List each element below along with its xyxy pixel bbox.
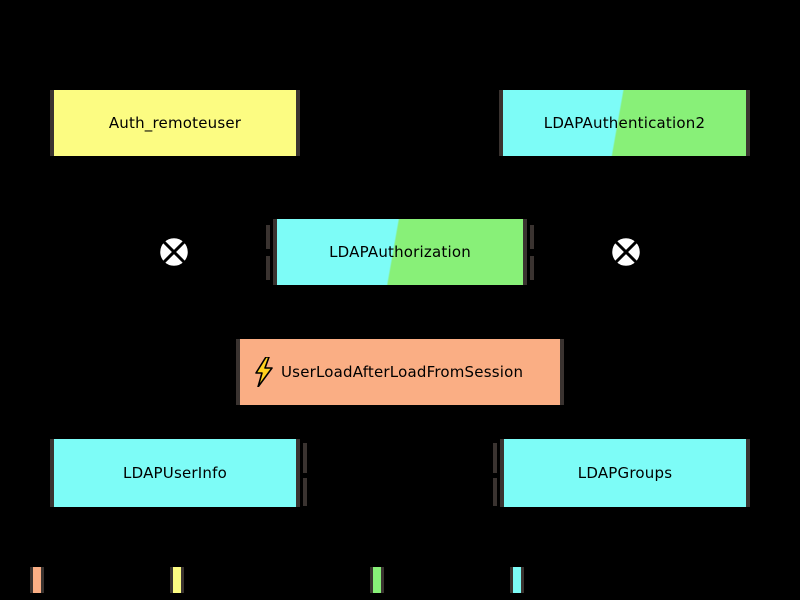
legend-swatch-yellow	[170, 567, 184, 593]
node-side-stub-right-lower	[530, 256, 534, 280]
node-fill	[504, 439, 746, 507]
legend-swatch-cyan	[510, 567, 524, 593]
node-label: LDAPUserInfo	[123, 463, 227, 482]
node-label: UserLoadAfterLoadFromSession	[281, 362, 524, 381]
node-label: LDAPGroups	[577, 463, 673, 482]
node-fill	[54, 439, 296, 507]
node-side-stub-userinfo-right	[303, 443, 307, 473]
node-side-stub-groups-left	[493, 443, 497, 473]
node-ldapauthentication2[interactable]: LDAPAuthentication2	[499, 90, 750, 156]
legend-item-yellow	[170, 560, 192, 600]
node-fill	[240, 339, 560, 405]
marker-circled-x-left[interactable]	[157, 235, 191, 269]
legend-swatch-fill	[373, 567, 381, 593]
node-userloadafterloadfromsession[interactable]: UserLoadAfterLoadFromSession	[236, 339, 564, 405]
node-side-stub-right	[530, 225, 534, 249]
node-side-stub-groups-left-lower	[493, 478, 497, 506]
legend-swatch-fill	[173, 567, 181, 593]
legend-item-cyan	[510, 560, 532, 600]
legend-swatch-fill	[33, 567, 41, 593]
marker-circled-x-right[interactable]	[609, 235, 643, 269]
node-side-stub-left	[266, 225, 270, 249]
node-fill	[54, 90, 296, 156]
node-ldapauthorization[interactable]: LDAPAuthorization	[273, 219, 527, 285]
legend	[0, 560, 800, 600]
node-label: LDAPAuthentication2	[543, 113, 706, 132]
node-side-stub-left-lower	[266, 256, 270, 280]
legend-item-green	[370, 560, 392, 600]
node-ldapgroups[interactable]: LDAPGroups	[500, 439, 750, 507]
node-label: Auth_remoteuser	[108, 113, 242, 132]
legend-swatch-green	[370, 567, 384, 593]
legend-item-salmon	[30, 560, 52, 600]
node-fill	[277, 219, 523, 285]
circled-x-icon	[157, 235, 191, 269]
lightning-bolt-icon	[255, 357, 273, 387]
node-label: LDAPAuthorization	[329, 242, 471, 261]
node-side-stub-userinfo-right-lower	[303, 478, 307, 506]
legend-swatch-salmon	[30, 567, 44, 593]
node-auth-remoteuser[interactable]: Auth_remoteuser	[50, 90, 300, 156]
legend-swatch-fill	[513, 567, 521, 593]
circled-x-icon	[609, 235, 643, 269]
node-ldapuserinfo[interactable]: LDAPUserInfo	[50, 439, 300, 507]
node-fill	[503, 90, 746, 156]
